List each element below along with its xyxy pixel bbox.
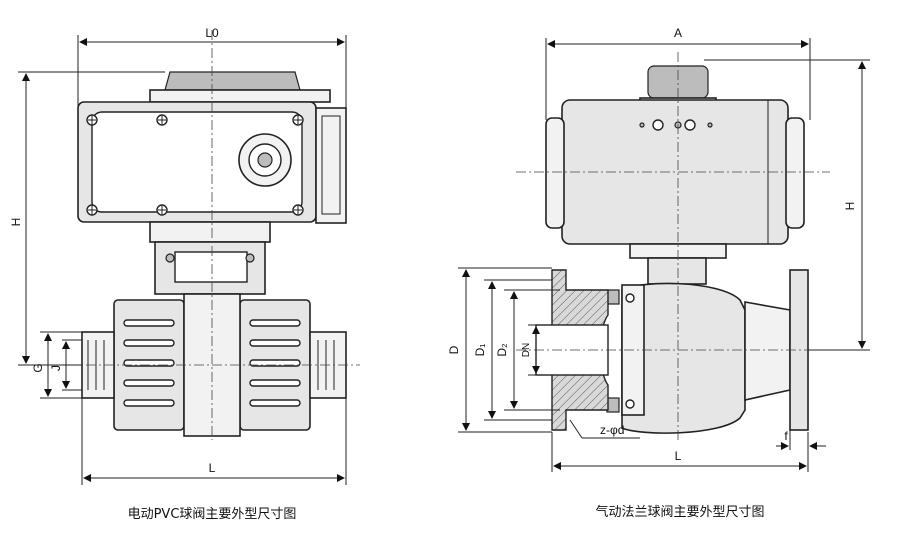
end-cap-right — [785, 117, 805, 229]
actuator-top-cap — [164, 71, 301, 91]
union-ribs — [123, 319, 301, 407]
caption-left: 电动PVC球阀主要外型尺寸图 — [128, 507, 297, 522]
actuator-side-box — [315, 107, 347, 224]
dim-label-L-right: L — [675, 449, 682, 463]
electric-pvc-valve-drawing — [18, 30, 360, 485]
dim-label-H-right: H — [843, 202, 857, 211]
dim-label-D1: D₁ — [473, 344, 487, 357]
actuator-screws — [86, 114, 304, 216]
valve-body — [621, 282, 746, 434]
dim-label-L0: L0 — [205, 26, 219, 40]
dim-label-D: D — [447, 345, 461, 354]
dim-label-L-left: L — [209, 461, 216, 475]
dim-label-J: J — [49, 365, 63, 371]
dim-label-DN: DN — [521, 343, 532, 357]
outlet-pipe — [744, 301, 791, 401]
dim-label-f: f — [784, 429, 788, 443]
dim-label-H-left: H — [9, 218, 23, 227]
valve-neck — [647, 257, 707, 285]
pneumatic-flanged-valve-drawing — [458, 38, 870, 472]
dim-label-z-phi-d: z-φd — [600, 423, 624, 437]
dim-label-A: A — [674, 26, 682, 40]
dim-label-D2: D₂ — [495, 343, 509, 357]
caption-right: 气动法兰球阀主要外型尺寸图 — [595, 504, 764, 520]
end-cap-left — [545, 117, 565, 229]
dim-label-G: G — [31, 363, 45, 372]
actuator-cover-panel — [91, 111, 303, 213]
